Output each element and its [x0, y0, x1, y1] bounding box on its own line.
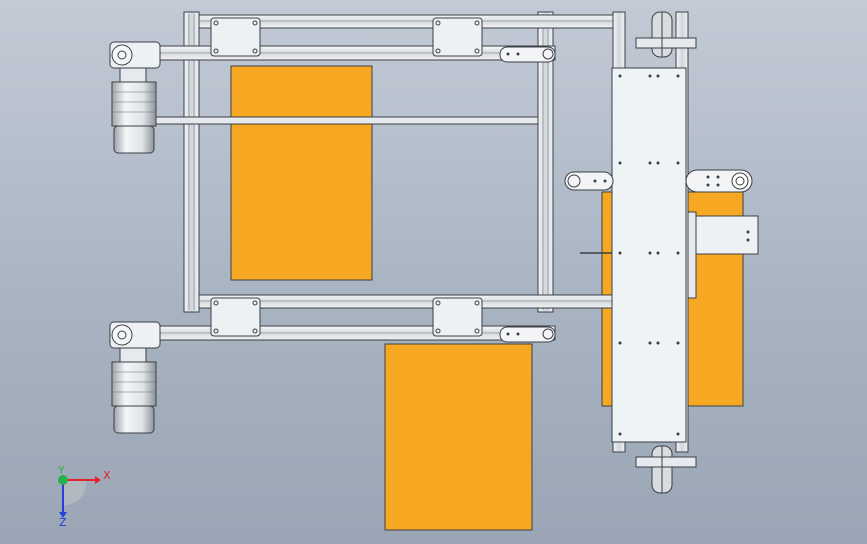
frame-post-right[interactable]	[537, 11, 554, 313]
tensioner-top[interactable]	[499, 46, 556, 63]
roller-top[interactable]	[635, 11, 697, 58]
y-axis-label: Y	[57, 464, 65, 477]
mount-plate-bottom-right[interactable]	[432, 297, 483, 337]
mount-plate-bottom-left[interactable]	[210, 297, 261, 337]
shaft-top[interactable]	[152, 116, 539, 125]
mount-plate-top-right[interactable]	[432, 17, 483, 57]
tensioner-bottom[interactable]	[499, 326, 556, 343]
rail-top-1[interactable]	[198, 14, 614, 29]
side-arm-right-tensioner[interactable]	[685, 169, 753, 193]
gear-motor-top[interactable]	[109, 41, 161, 154]
gear-motor-bottom[interactable]	[109, 321, 161, 434]
rail-bottom-1[interactable]	[198, 294, 614, 309]
mount-plate-top-left[interactable]	[210, 17, 261, 57]
frame-post-left[interactable]	[183, 11, 200, 313]
roller-bottom[interactable]	[635, 445, 697, 494]
side-bracket[interactable]	[687, 211, 759, 299]
carriage-plate[interactable]	[611, 67, 687, 443]
orange-panel-lower[interactable]	[384, 343, 533, 531]
side-arm-left-tensioner[interactable]	[564, 171, 614, 191]
orange-panel-upper[interactable]	[230, 65, 373, 281]
x-axis-label: X	[103, 469, 111, 482]
y-axis-dot	[58, 475, 68, 485]
axis-triad: X Y Z	[57, 464, 111, 529]
z-axis-label: Z	[59, 516, 67, 529]
